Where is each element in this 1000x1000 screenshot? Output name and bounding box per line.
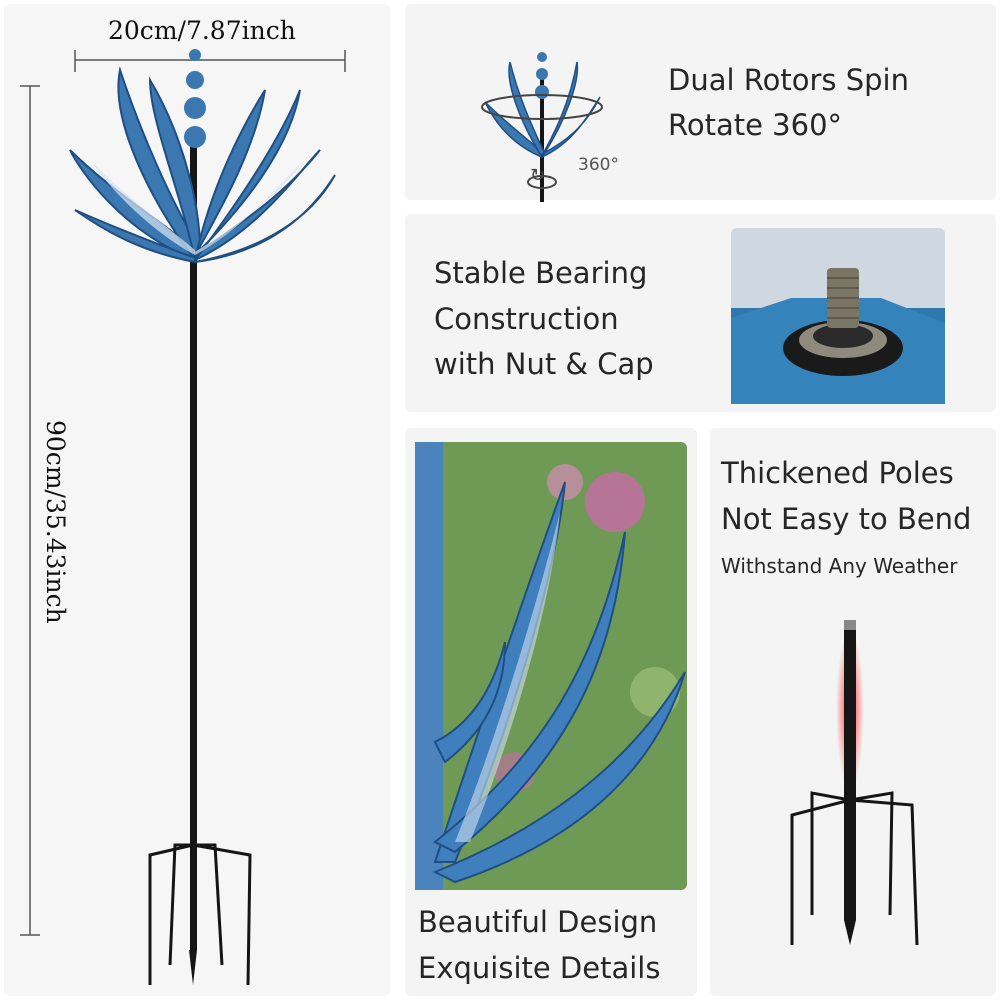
bearing-title-line1: Stable Bearing (434, 256, 648, 290)
mini-spinner-image (481, 52, 603, 202)
wind-spinner-image (69, 49, 336, 986)
rotation-arrow-icon: ↻ (530, 165, 546, 186)
rotors-title-line1: Dual Rotors Spin (668, 63, 909, 97)
poles-title-line1: Thickened Poles (721, 456, 954, 490)
rotors-feature-panel (405, 4, 996, 200)
rotation-degree-badge: 360° (578, 155, 619, 175)
poles-subtitle: Withstand Any Weather (721, 554, 958, 578)
petal-closeup-image (415, 442, 687, 890)
poles-title-line2: Not Easy to Bend (721, 502, 972, 536)
bearing-closeup-image (731, 228, 945, 404)
design-title-line2: Exquisite Details (418, 951, 661, 985)
design-title-line1: Beautiful Design (418, 905, 658, 939)
rotors-title-line2: Rotate 360° (668, 108, 843, 142)
bearing-title-line2: Construction (434, 302, 619, 336)
thick-pole-image (790, 620, 919, 946)
bearing-title-line3: with Nut & Cap (434, 347, 654, 381)
width-dimension-label: 20cm/7.87inch (108, 16, 296, 45)
